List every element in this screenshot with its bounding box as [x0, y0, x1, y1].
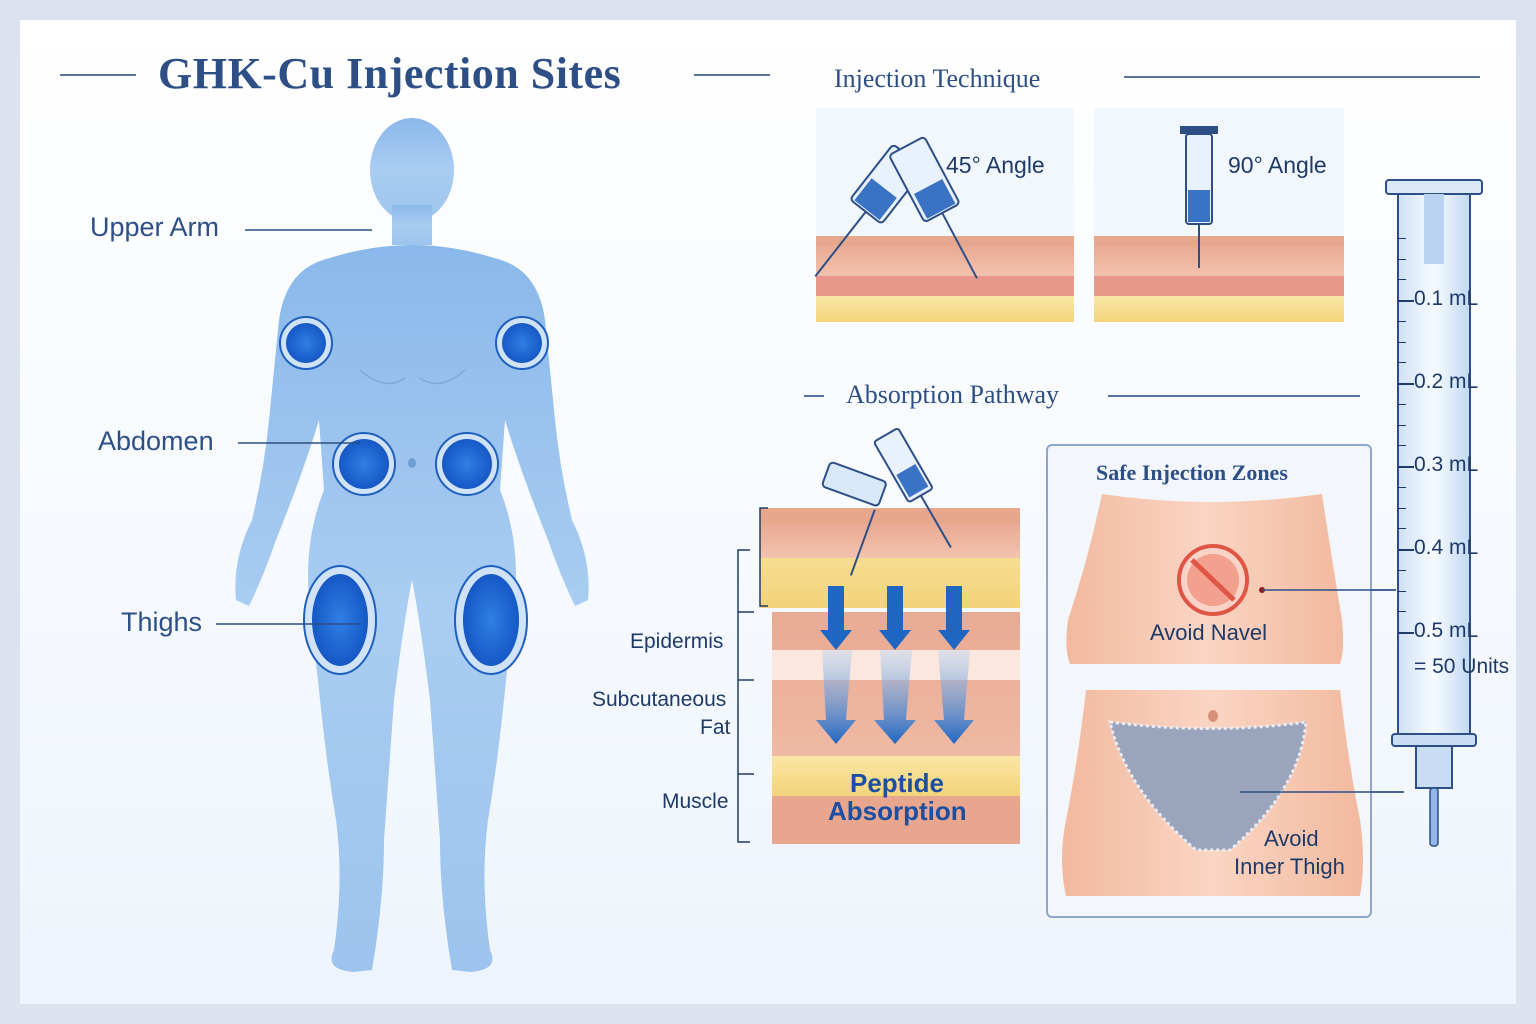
syringe-minor-tick: [1398, 362, 1406, 364]
syringe-tick-label: 0.2 mL: [1414, 370, 1479, 393]
syringe-minor-tick: [1398, 279, 1406, 281]
syringe-minor-tick: [1398, 237, 1406, 239]
label-abdomen: Abdomen: [98, 426, 214, 456]
label-45-angle: 45° Angle: [946, 152, 1045, 178]
label-inner-thigh: Inner Thigh: [1234, 854, 1345, 879]
syringe-minor-tick: [1398, 611, 1406, 613]
syringe-minor-tick: [1398, 341, 1406, 343]
syringe-minor-tick: [1398, 569, 1406, 571]
syringe-minor-tick: [1398, 486, 1406, 488]
syringe-45-b: [889, 136, 978, 279]
label-90-angle: 90° Angle: [1228, 152, 1327, 178]
syringe-tick-label: 0.5 mL: [1414, 619, 1479, 642]
syringe-minor-tick: [1398, 320, 1406, 322]
syringe-minor-tick: [1398, 590, 1406, 592]
absorption-syringe-2: [873, 427, 952, 548]
absorption-arrows: [816, 586, 974, 744]
label-avoid: Avoid: [1264, 826, 1319, 851]
syringe-units-label: = 50 Units: [1414, 655, 1510, 678]
syringe-minor-tick: [1398, 258, 1406, 260]
safe-zones-heading: Safe Injection Zones: [1096, 460, 1288, 485]
title-rule-left: [60, 74, 136, 76]
syringe-tick-label: 0.3 mL: [1414, 453, 1479, 476]
layer-epidermis: Epidermis: [630, 630, 724, 653]
site-markers: [279, 316, 549, 675]
safe-zones-box: [1046, 444, 1372, 918]
syringe-major-tick: [1398, 549, 1414, 551]
absorption-label: Absorption: [828, 796, 967, 826]
syringe-major-tick: [1398, 466, 1414, 468]
label-avoid-navel: Avoid Navel: [1150, 620, 1267, 645]
large-syringe: [1385, 179, 1483, 847]
absorption-syringe-1: [821, 461, 887, 576]
body-silhouette: [235, 118, 589, 972]
absorption-heading: Absorption Pathway: [846, 380, 1060, 409]
syringe-major-tick: [1398, 383, 1414, 385]
title-rule-right: [694, 74, 770, 76]
peptide-label: Peptide: [850, 768, 944, 798]
label-thighs: Thighs: [121, 607, 203, 637]
technique-heading: Injection Technique: [834, 64, 1041, 93]
layer-muscle: Muscle: [662, 790, 729, 813]
label-upper-arm: Upper Arm: [90, 212, 220, 242]
syringe-90: [1180, 126, 1218, 268]
syringe-major-tick: [1398, 300, 1414, 302]
layer-subcutaneous: Subcutaneous: [592, 688, 727, 711]
syringe-minor-tick: [1398, 445, 1406, 447]
syringe-minor-tick: [1398, 528, 1406, 530]
syringe-minor-tick: [1398, 424, 1406, 426]
layer-fat: Fat: [700, 716, 731, 739]
syringe-minor-tick: [1398, 507, 1406, 509]
syringe-tick-label: 0.1 mL: [1414, 287, 1479, 310]
syringe-major-tick: [1398, 632, 1414, 634]
page-title: GHK-Cu Injection Sites: [158, 49, 622, 98]
syringe-minor-tick: [1398, 403, 1406, 405]
syringe-tick-label: 0.4 mL: [1414, 536, 1479, 559]
